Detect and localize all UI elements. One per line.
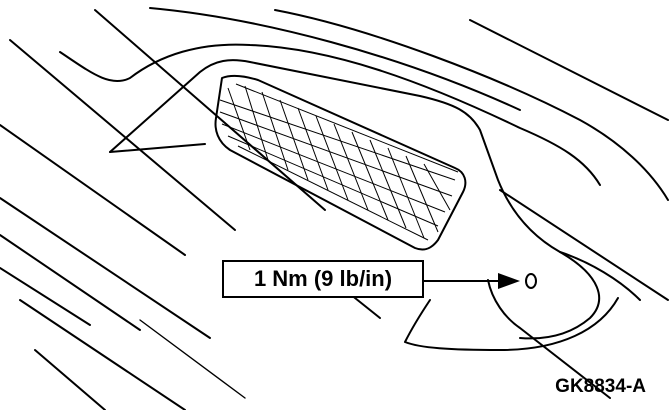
lamp-housing [109, 59, 669, 399]
fastener-screw-icon [525, 273, 537, 289]
torque-spec-label: 1 Nm (9 lb/in) [253, 266, 393, 291]
torque-leader-arrow [423, 273, 520, 289]
lamp-lens [214, 74, 467, 251]
torque-callout-box: 1 Nm (9 lb/in) [222, 260, 424, 298]
figure-id-label: GK8834-A [555, 376, 646, 397]
body-contour-lines [0, 9, 381, 410]
lens-hatching [219, 83, 459, 241]
spoiler-contour [59, 7, 669, 201]
